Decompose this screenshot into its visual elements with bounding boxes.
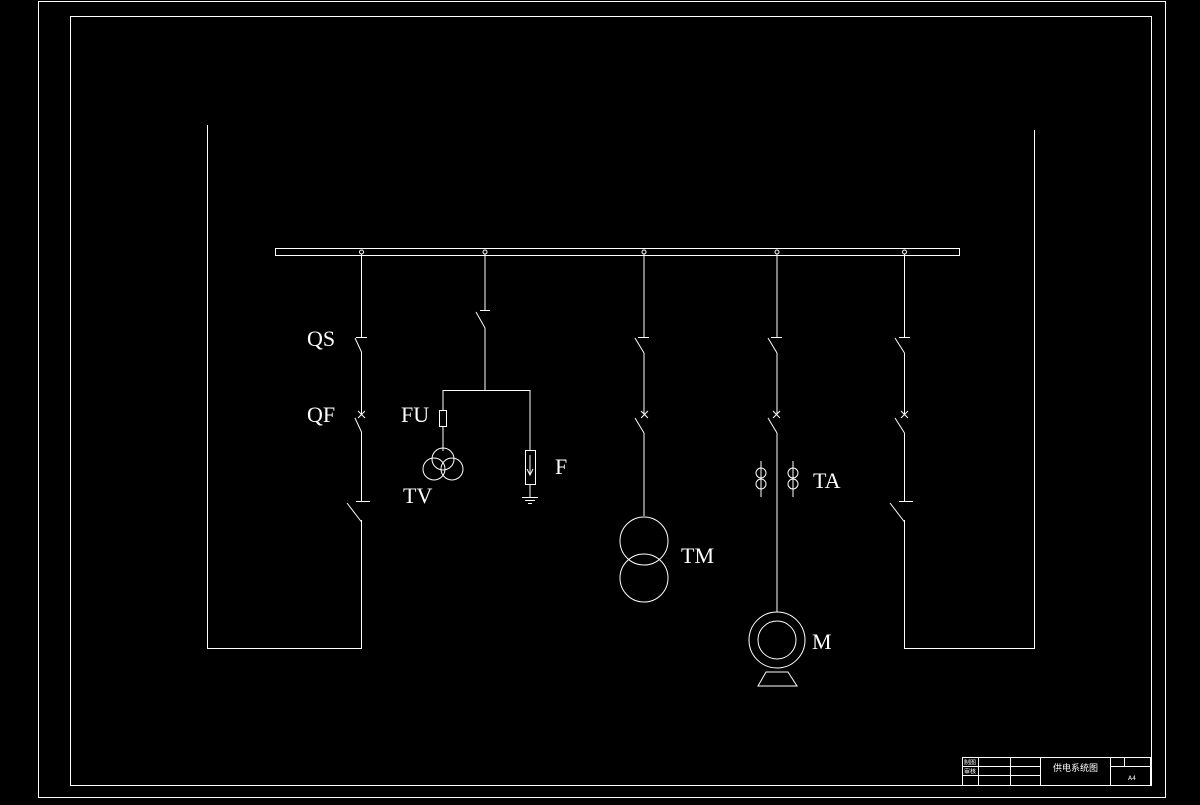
feeder-4 <box>748 254 806 687</box>
busbar <box>275 248 960 256</box>
tv-winding-3 <box>440 457 464 481</box>
label-tv: TV <box>403 483 432 508</box>
fu-fuse <box>439 410 447 427</box>
motor-outer <box>748 611 806 669</box>
label-ta: TA <box>813 468 841 493</box>
feeder-1 <box>346 254 370 523</box>
outer-frame <box>38 1 1166 798</box>
title-block: 制图 审核 供电系统图 A4 <box>962 757 1151 786</box>
sheet-size: A4 <box>1128 775 1136 782</box>
tv-winding-1 <box>431 447 455 471</box>
label-qf: QF <box>307 402 335 427</box>
ta-current-transformer-2 <box>787 461 799 497</box>
tm-winding-2 <box>619 553 669 603</box>
bus-node-2 <box>482 249 488 255</box>
right-return-line <box>904 130 1035 649</box>
label-m: M <box>812 629 832 654</box>
ta-current-transformer-1 <box>755 461 767 497</box>
feeder-5 <box>889 254 913 523</box>
feeder-3 <box>619 254 669 603</box>
label-qs: QS <box>307 326 335 351</box>
tm-winding-1 <box>619 516 669 566</box>
left-return-line <box>207 125 362 649</box>
title-block-row1-label: 制图 <box>964 759 976 767</box>
bus-node-4 <box>774 249 780 255</box>
bus-node-1 <box>359 249 364 255</box>
title-block-row2-label: 审核 <box>964 768 976 776</box>
motor-inner <box>757 620 797 660</box>
qf-breaker-blade <box>354 417 362 433</box>
bus-node-5 <box>902 249 907 255</box>
bus-node-3 <box>641 249 647 255</box>
feeder-2 <box>422 254 538 504</box>
qs-disconnector-blade <box>354 337 362 353</box>
label-fu: FU <box>401 402 429 427</box>
label-tm: TM <box>681 543 714 568</box>
motor-base <box>757 671 798 687</box>
inner-frame <box>70 16 1152 786</box>
tv-winding-2 <box>422 457 446 481</box>
drawing-title: 供电系统图 <box>1053 762 1098 774</box>
label-f: F <box>555 454 567 479</box>
